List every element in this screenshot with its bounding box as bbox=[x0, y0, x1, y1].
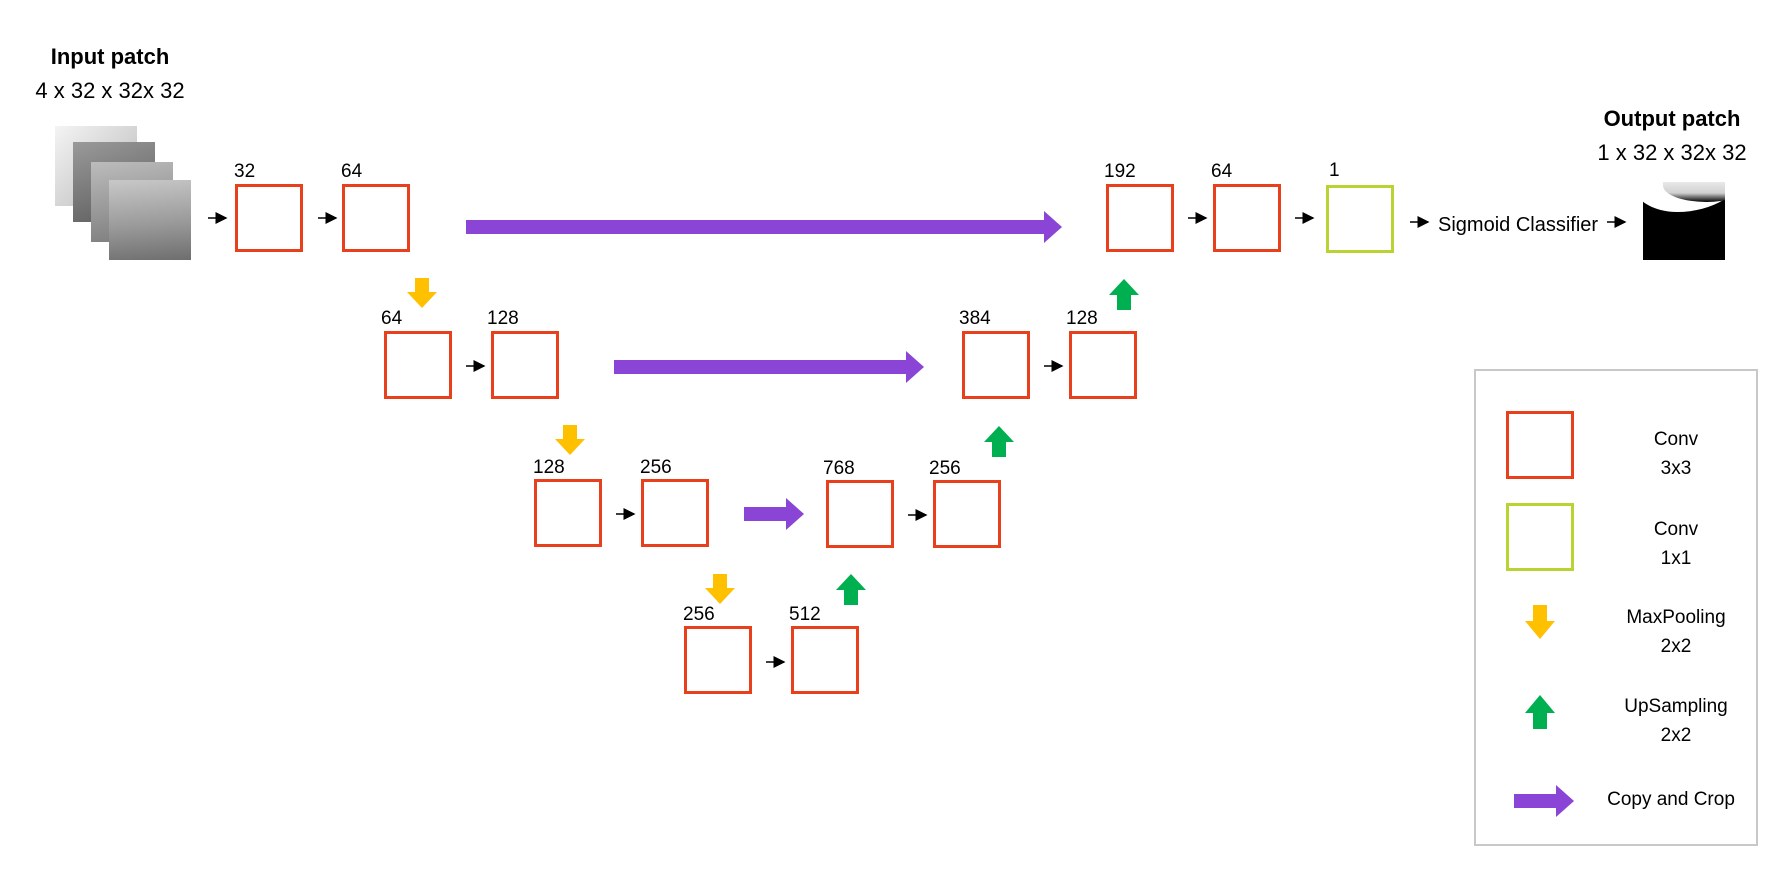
block-e1b-channels: 64 bbox=[341, 161, 363, 182]
output-segmentation-image bbox=[1643, 182, 1725, 260]
copy-crop-arrow-level3 bbox=[744, 498, 804, 530]
conv3x3-block-e2a bbox=[384, 331, 452, 399]
legend-panel: Conv 3x3 Conv 1x1 MaxPooling 2x2 UpSampl… bbox=[1474, 369, 1758, 846]
block-final-channels: 1 bbox=[1329, 160, 1340, 181]
flow-arrows bbox=[208, 212, 1627, 668]
block-d3b-channels: 256 bbox=[929, 458, 961, 479]
conv3x3-block-e2b bbox=[491, 331, 559, 399]
block-bnb-channels: 512 bbox=[789, 604, 821, 625]
conv3x3-block-bnb bbox=[791, 626, 859, 694]
legend-copycrop-arrow-icon bbox=[1514, 785, 1574, 817]
conv3x3-block-e3a bbox=[534, 479, 602, 547]
upsample-arrows bbox=[836, 279, 1139, 605]
legend-copycrop-label: Copy and Crop bbox=[1607, 789, 1735, 810]
copy-crop-arrow-level1 bbox=[466, 211, 1062, 243]
conv3x3-block-d2a bbox=[962, 331, 1030, 399]
conv3x3-block-e1b bbox=[342, 184, 410, 252]
block-e2b-channels: 128 bbox=[487, 308, 519, 329]
block-d3a-channels: 768 bbox=[823, 458, 855, 479]
conv3x3-block-d1a bbox=[1106, 184, 1174, 252]
block-e3a-channels: 128 bbox=[533, 457, 565, 478]
conv3x3-block-d3a bbox=[826, 480, 894, 548]
input-patch-title: Input patch bbox=[50, 44, 170, 69]
upsample-arrow-d3 bbox=[984, 426, 1014, 457]
block-d1a-channels: 192 bbox=[1104, 161, 1136, 182]
legend-conv3x3-label: Conv 3x3 bbox=[1653, 429, 1699, 479]
legend-conv3x3-swatch bbox=[1506, 411, 1574, 479]
input-patch-shape: 4 x 32 x 32x 32 bbox=[35, 78, 185, 103]
maxpool-arrow-e1 bbox=[407, 278, 437, 308]
copy-crop-arrows bbox=[466, 211, 1062, 530]
block-e2a-channels: 64 bbox=[381, 308, 403, 329]
legend-maxpool-label: MaxPooling 2x2 bbox=[1626, 607, 1726, 657]
block-d1b-channels: 64 bbox=[1211, 161, 1233, 182]
conv3x3-block-e3b bbox=[641, 479, 709, 547]
legend-upsample-arrow-icon bbox=[1525, 695, 1555, 729]
copy-crop-arrow-level2 bbox=[614, 351, 924, 383]
maxpool-arrows bbox=[407, 278, 735, 604]
output-foreground-blur bbox=[1663, 182, 1725, 202]
conv1x1-block-final bbox=[1326, 185, 1394, 253]
output-patch-shape: 1 x 32 x 32x 32 bbox=[1597, 140, 1747, 165]
block-e1a-channels: 32 bbox=[234, 161, 256, 182]
maxpool-arrow-e2 bbox=[555, 425, 585, 455]
legend-upsample-label: UpSampling 2x2 bbox=[1624, 696, 1728, 746]
conv3x3-block-bna bbox=[684, 626, 752, 694]
legend-conv1x1-label: Conv 1x1 bbox=[1653, 519, 1699, 569]
conv3x3-block-d3b bbox=[933, 480, 1001, 548]
output-patch-title: Output patch bbox=[1603, 106, 1741, 131]
upsample-arrow-d2 bbox=[1109, 279, 1139, 310]
conv3x3-block-d1b bbox=[1213, 184, 1281, 252]
sigmoid-classifier-label: Sigmoid Classifier bbox=[1438, 214, 1599, 236]
block-d2a-channels: 384 bbox=[959, 308, 991, 329]
conv3x3-block-d2b bbox=[1069, 331, 1137, 399]
input-slice-4 bbox=[109, 180, 191, 260]
legend-conv1x1-swatch bbox=[1506, 503, 1574, 571]
conv3x3-block-e1a bbox=[235, 184, 303, 252]
input-image-stack bbox=[55, 126, 191, 261]
maxpool-arrow-e3 bbox=[705, 574, 735, 604]
upsample-arrow-bn bbox=[836, 574, 866, 605]
block-bna-channels: 256 bbox=[683, 604, 715, 625]
block-e3b-channels: 256 bbox=[640, 457, 672, 478]
legend-maxpool-arrow-icon bbox=[1525, 605, 1555, 639]
block-d2b-channels: 128 bbox=[1066, 308, 1098, 329]
